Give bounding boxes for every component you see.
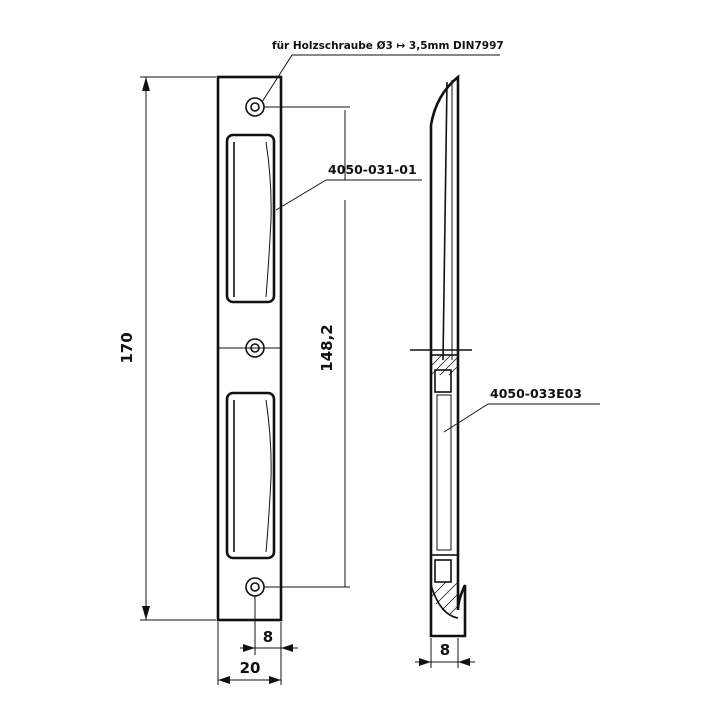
dim-hole-spacing-text: 148,2 (318, 324, 336, 371)
screw-note-text: für Holzschraube Ø3 ↦ 3,5mm DIN7997 (272, 40, 504, 52)
dim-width-text: 20 (240, 659, 261, 677)
dimension-hole-spacing: 148,2 (264, 106, 350, 588)
dimension-width: 20 (217, 622, 282, 685)
dim-side-depth-text: 8 (440, 641, 450, 659)
front-view (216, 75, 283, 622)
part-label-side-callout: 4050-033E03 (443, 386, 600, 433)
screw-hole-top (245, 97, 265, 117)
part-label-upper-callout: 4050-031-01 (275, 162, 422, 211)
side-profile-outline (429, 74, 467, 638)
dim-hole-offset-text: 8 (263, 628, 273, 646)
hatch-top (430, 354, 459, 376)
part-label-side: 4050-033E03 (490, 386, 582, 401)
side-view (410, 74, 472, 638)
screw-hole-middle (245, 338, 265, 358)
lower-slot (225, 391, 276, 560)
dim-total-height-text: 170 (118, 332, 136, 363)
dimension-total-height: 170 (118, 76, 216, 621)
upper-slot (225, 133, 276, 304)
screw-note-callout: für Holzschraube Ø3 ↦ 3,5mm DIN7997 (261, 40, 504, 103)
hatch-bottom (431, 581, 459, 615)
screw-hole-bottom (245, 577, 265, 597)
dimension-hole-offset: 8 (240, 596, 298, 655)
dimension-side-depth: 8 (415, 638, 475, 668)
part-label-upper: 4050-031-01 (328, 162, 417, 177)
